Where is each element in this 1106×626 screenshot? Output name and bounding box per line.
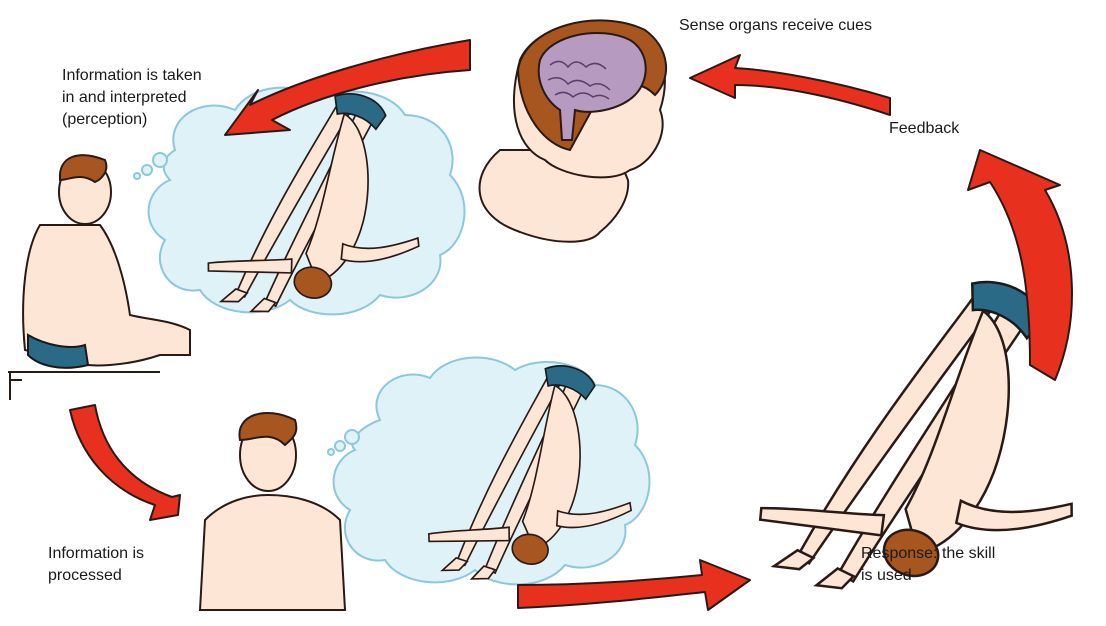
label-processed: Information is processed	[48, 543, 144, 587]
label-perception-line-3: (perception)	[62, 109, 202, 131]
label-feedback: Feedback	[889, 118, 959, 140]
label-perception-line-2: in and interpreted	[62, 87, 202, 109]
label-perception: Information is taken in and interpreted …	[62, 65, 202, 131]
label-feedback-line: Feedback	[889, 118, 959, 140]
label-processed-line-2: processed	[48, 565, 144, 587]
label-processed-line-1: Information is	[48, 543, 144, 565]
curved-arrow-icon	[690, 55, 890, 115]
label-response-line-2: is used	[861, 565, 995, 587]
brain-icon	[480, 20, 667, 241]
label-sense-organs-line: Sense organs receive cues	[679, 15, 872, 37]
thought-bubble-icon	[328, 358, 649, 585]
boy-bust-icon	[200, 413, 345, 610]
curved-arrow-icon	[70, 405, 180, 520]
label-response-line-1: Response: the skill	[861, 543, 995, 565]
label-sense-organs: Sense organs receive cues	[679, 15, 872, 37]
label-perception-line-1: Information is taken	[62, 65, 202, 87]
label-response: Response: the skill is used	[861, 543, 995, 587]
